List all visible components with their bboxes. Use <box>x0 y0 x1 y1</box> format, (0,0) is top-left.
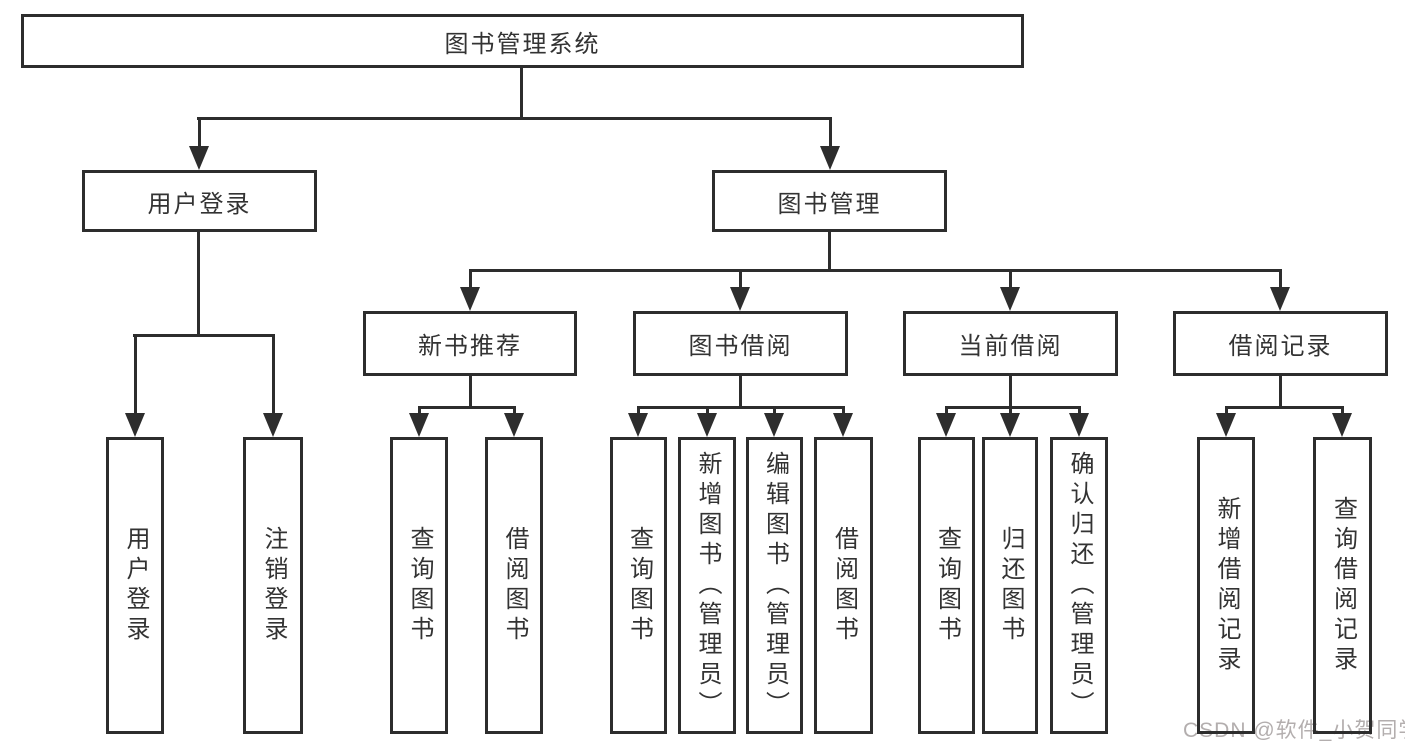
arrowhead-leaf <box>833 413 853 437</box>
connector-borrow-records-split <box>1225 406 1343 409</box>
leaf-add-books-admin: 新增图书（管理员） <box>678 437 736 734</box>
connector-user-login-split <box>133 334 274 337</box>
leaf-edit-books-admin: 编辑图书（管理员） <box>746 437 803 734</box>
node-borrow-records: 借阅记录 <box>1173 311 1388 376</box>
connector-current-borrowing-split <box>945 406 1080 409</box>
arrowhead-leaf <box>697 413 717 437</box>
leaf-user-login: 用户登录 <box>106 437 164 734</box>
leaf-borrow-books-label: 借阅图书 <box>830 525 858 646</box>
arrowhead-to-book-management <box>820 146 840 170</box>
leaf-add-borrow-record: 新增借阅记录 <box>1197 437 1255 734</box>
connector-leaf <box>842 406 845 417</box>
connector-new-book-split <box>418 406 515 409</box>
node-library-system: 图书管理系统 <box>21 14 1024 68</box>
arrowhead-leaf <box>409 413 429 437</box>
node-book-management-label: 图书管理 <box>777 190 882 218</box>
leaf-return-books-label: 归还图书 <box>997 525 1024 646</box>
connector-new-book-stub <box>469 375 472 409</box>
connector-leaf <box>418 406 421 417</box>
arrowhead-leaf <box>764 413 784 437</box>
connector-user-login-stub <box>197 231 200 336</box>
arrowhead-to-leaf-logout <box>263 413 283 437</box>
connector-leaf <box>1009 406 1012 417</box>
arrowhead-to-user-login <box>189 146 209 170</box>
node-current-borrowing-label: 当前借阅 <box>958 333 1063 360</box>
connector-to-leaf-logout <box>272 334 275 417</box>
leaf-query-books-current-label: 查询图书 <box>933 525 961 646</box>
connector-leaf <box>513 406 516 417</box>
leaf-confirm-return-admin-label: 确认归还（管理员） <box>1066 450 1093 721</box>
node-new-book-recommend: 新书推荐 <box>363 311 577 376</box>
arrowhead-to-current-borrowing <box>1000 287 1020 311</box>
arrowhead-leaf <box>1069 413 1089 437</box>
arrowhead-to-book-borrowing <box>730 287 750 311</box>
leaf-query-borrow-record-label: 查询借阅记录 <box>1329 495 1357 676</box>
leaf-add-borrow-record-label: 新增借阅记录 <box>1213 495 1240 676</box>
arrowhead-to-new-book-recommend <box>460 287 480 311</box>
arrowhead-leaf <box>1000 413 1020 437</box>
node-current-borrowing: 当前借阅 <box>903 311 1118 376</box>
connector-to-leaf-user-login <box>134 334 137 417</box>
leaf-query-books-recommend-label: 查询图书 <box>406 525 433 646</box>
connector-book-management-split <box>469 269 1282 272</box>
leaf-query-books-current: 查询图书 <box>918 437 975 734</box>
connector-leaf <box>1341 406 1344 417</box>
leaf-user-login-label: 用户登录 <box>122 525 149 646</box>
connector-leaf <box>945 406 948 417</box>
leaf-query-books-borrowing-label: 查询图书 <box>625 525 653 646</box>
arrowhead-leaf <box>936 413 956 437</box>
leaf-query-books-borrowing: 查询图书 <box>610 437 667 734</box>
leaf-logout-login-label: 注销登录 <box>260 525 287 646</box>
connector-to-new-book-recommend <box>469 270 472 291</box>
leaf-borrow-books-recommend: 借阅图书 <box>485 437 543 734</box>
connector-current-borrowing-stub <box>1009 375 1012 409</box>
connector-leaf <box>1225 406 1228 417</box>
connector-leaf <box>773 406 776 417</box>
node-book-management: 图书管理 <box>712 170 947 232</box>
connector-leaf <box>637 406 640 417</box>
leaf-borrow-books-recommend-label: 借阅图书 <box>501 525 528 646</box>
connector-book-borrowing-split <box>637 406 844 409</box>
node-book-borrowing: 图书借阅 <box>633 311 848 376</box>
connector-leaf <box>706 406 709 417</box>
connector-leaf <box>1078 406 1081 417</box>
node-library-system-label: 图书管理系统 <box>444 30 601 58</box>
node-user-login: 用户登录 <box>82 170 317 232</box>
node-user-login-label: 用户登录 <box>147 190 252 218</box>
leaf-add-books-admin-label: 新增图书（管理员） <box>694 450 721 721</box>
leaf-query-books-recommend: 查询图书 <box>390 437 448 734</box>
connector-to-book-borrowing <box>739 270 742 291</box>
arrowhead-leaf <box>1332 413 1352 437</box>
node-book-borrowing-label: 图书借阅 <box>688 333 793 360</box>
connector-to-current-borrowing <box>1009 270 1012 291</box>
arrowhead-leaf <box>1216 413 1236 437</box>
arrowhead-to-borrow-records <box>1270 287 1290 311</box>
connector-borrow-records-stub <box>1279 375 1282 409</box>
connector-root-stub <box>520 67 523 119</box>
leaf-confirm-return-admin: 确认归还（管理员） <box>1050 437 1108 734</box>
connector-to-user-login <box>198 118 201 150</box>
connector-to-book-management <box>829 118 832 150</box>
arrowhead-to-leaf-user-login <box>125 413 145 437</box>
arrowhead-leaf <box>628 413 648 437</box>
leaf-query-borrow-record: 查询借阅记录 <box>1313 437 1372 734</box>
connector-to-borrow-records <box>1279 270 1282 291</box>
leaf-logout-login: 注销登录 <box>243 437 303 734</box>
csdn-watermark: CSDN @软件_小贺同学 <box>1183 719 1405 742</box>
connector-root-split <box>197 117 832 120</box>
connector-book-borrowing-stub <box>739 375 742 409</box>
node-new-book-recommend-label: 新书推荐 <box>418 333 522 360</box>
leaf-borrow-books: 借阅图书 <box>814 437 873 734</box>
arrowhead-leaf <box>504 413 524 437</box>
connector-book-management-stub <box>828 231 831 272</box>
leaf-edit-books-admin-label: 编辑图书（管理员） <box>761 450 789 721</box>
leaf-return-books: 归还图书 <box>982 437 1038 734</box>
node-borrow-records-label: 借阅记录 <box>1228 333 1333 360</box>
